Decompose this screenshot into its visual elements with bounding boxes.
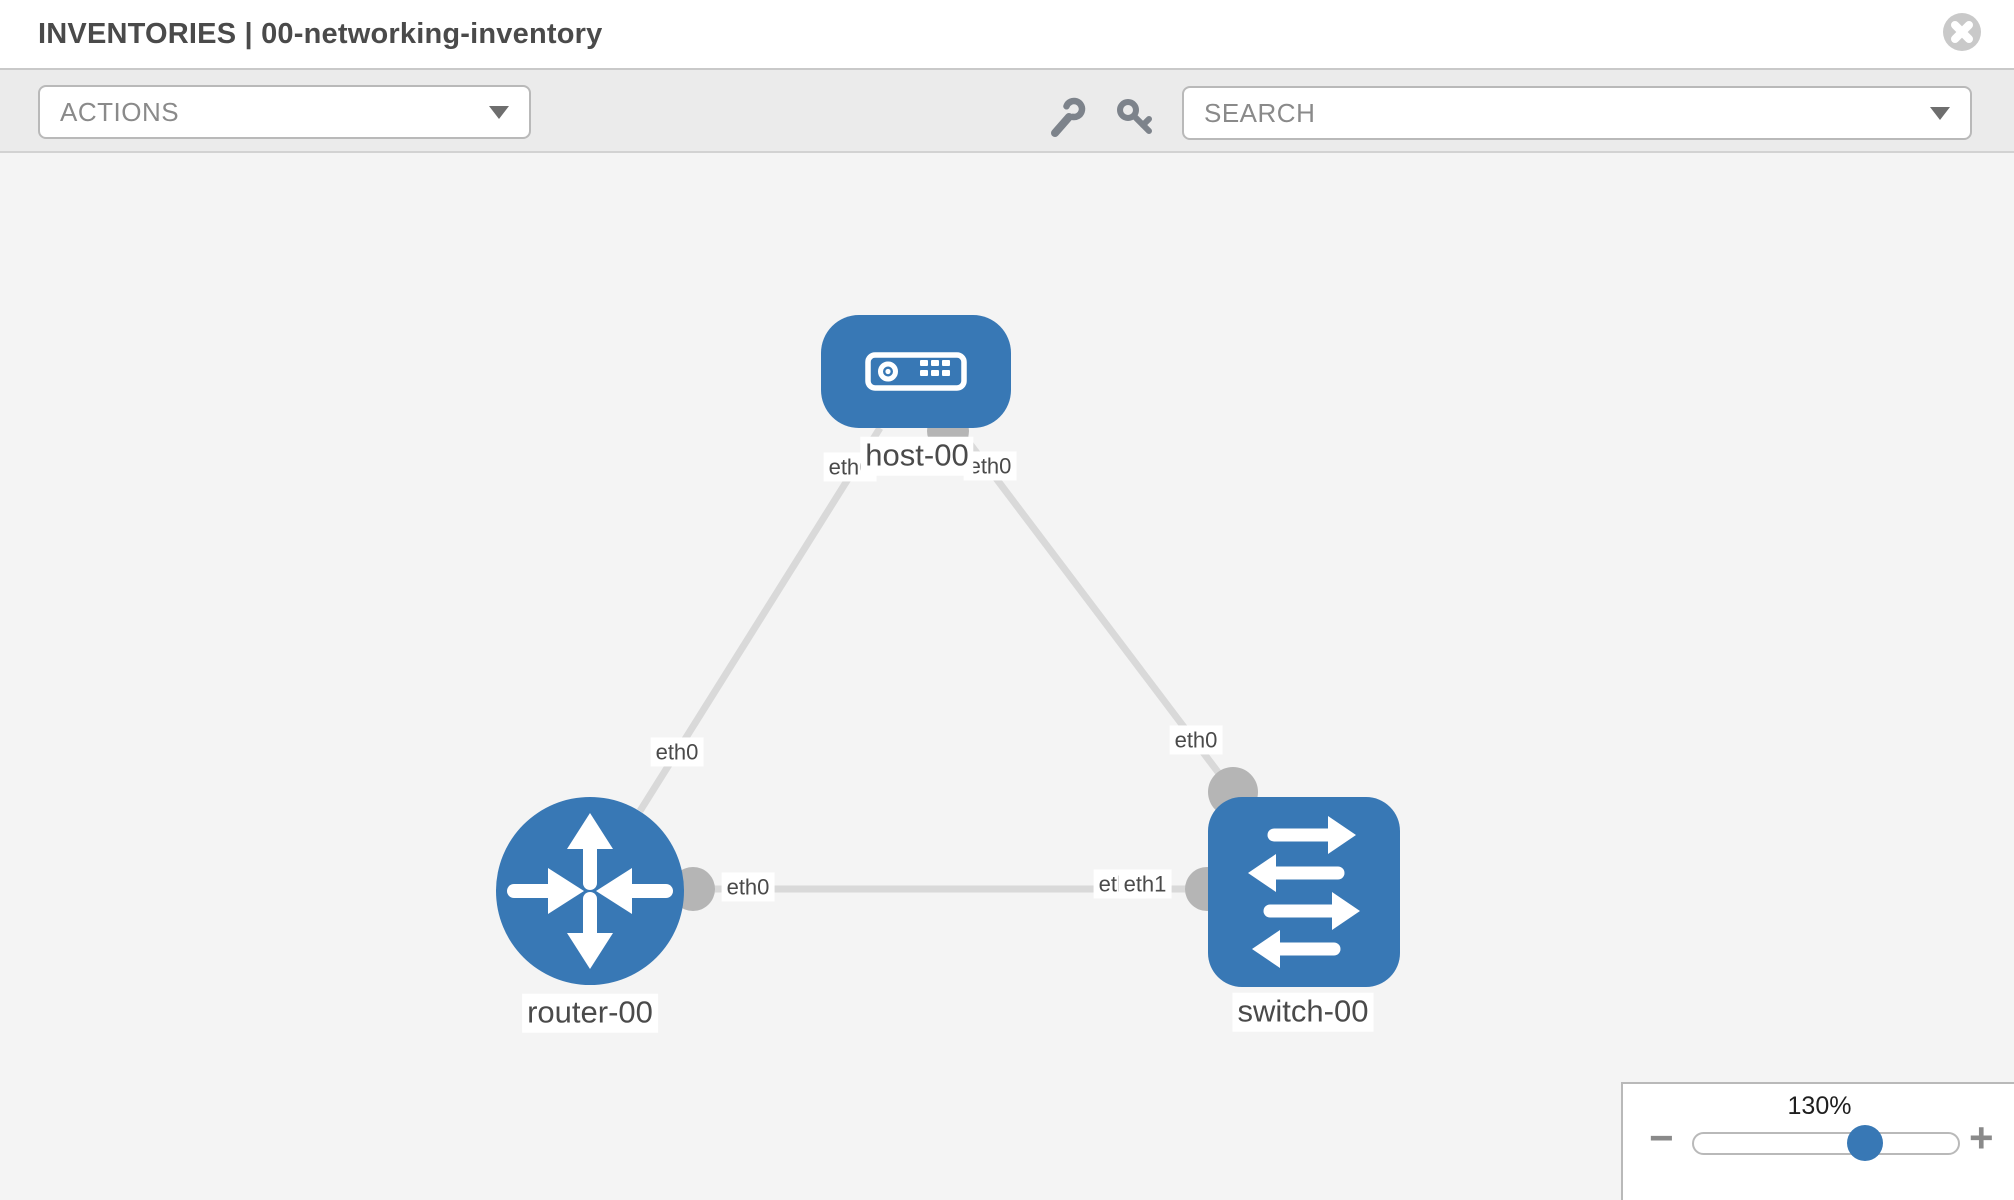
network-diagram [496, 315, 1400, 987]
actions-dropdown-label: ACTIONS [60, 96, 180, 127]
router-icon [507, 813, 673, 969]
wrench-icon[interactable] [1046, 96, 1090, 140]
actions-dropdown[interactable]: ACTIONS [38, 85, 531, 139]
host-node-label: host-00 [860, 436, 974, 476]
zoom-control-panel: 130% − + [1621, 1082, 2014, 1200]
host-icon [865, 352, 967, 391]
switch-eth0-label: eth0 [1169, 725, 1223, 755]
chevron-down-icon [1930, 106, 1950, 120]
page-title: INVENTORIES | 00-networking-inventory [38, 18, 603, 50]
zoom-out-button[interactable]: − [1649, 1114, 1674, 1161]
zoom-in-button[interactable]: + [1969, 1114, 1994, 1161]
node-switch-00[interactable] [1208, 797, 1400, 987]
router-eth0-label-to-host: eth0 [650, 737, 704, 767]
zoom-slider-thumb[interactable] [1847, 1125, 1883, 1161]
switch-eth1-label: eth1 [1118, 869, 1172, 899]
search-dropdown-label: SEARCH [1204, 97, 1316, 128]
zoom-slider-track[interactable] [1692, 1132, 1960, 1155]
toolbar: ACTIONS SEARCH [0, 70, 2014, 153]
switch-node-label: switch-00 [1232, 992, 1374, 1032]
search-dropdown[interactable]: SEARCH [1182, 86, 1972, 140]
topology-canvas[interactable]: eth0 eth0 eth0 eth0 eth0 eth1 eth1 host-… [0, 153, 2014, 1200]
page-header: INVENTORIES | 00-networking-inventory [0, 0, 2014, 70]
interface-connectors [671, 410, 1258, 911]
chevron-down-icon [489, 105, 509, 119]
zoom-level-value: 130% [1787, 1092, 1852, 1120]
switch-icon [1248, 816, 1360, 968]
router-eth0-label-to-switch: eth0 [721, 872, 775, 902]
node-host-00[interactable] [821, 315, 1011, 428]
node-router-00[interactable] [496, 797, 684, 985]
router-node-label: router-00 [522, 993, 658, 1033]
close-icon[interactable] [1942, 12, 1982, 52]
key-icon[interactable] [1113, 96, 1157, 140]
links-layer [637, 425, 1236, 893]
